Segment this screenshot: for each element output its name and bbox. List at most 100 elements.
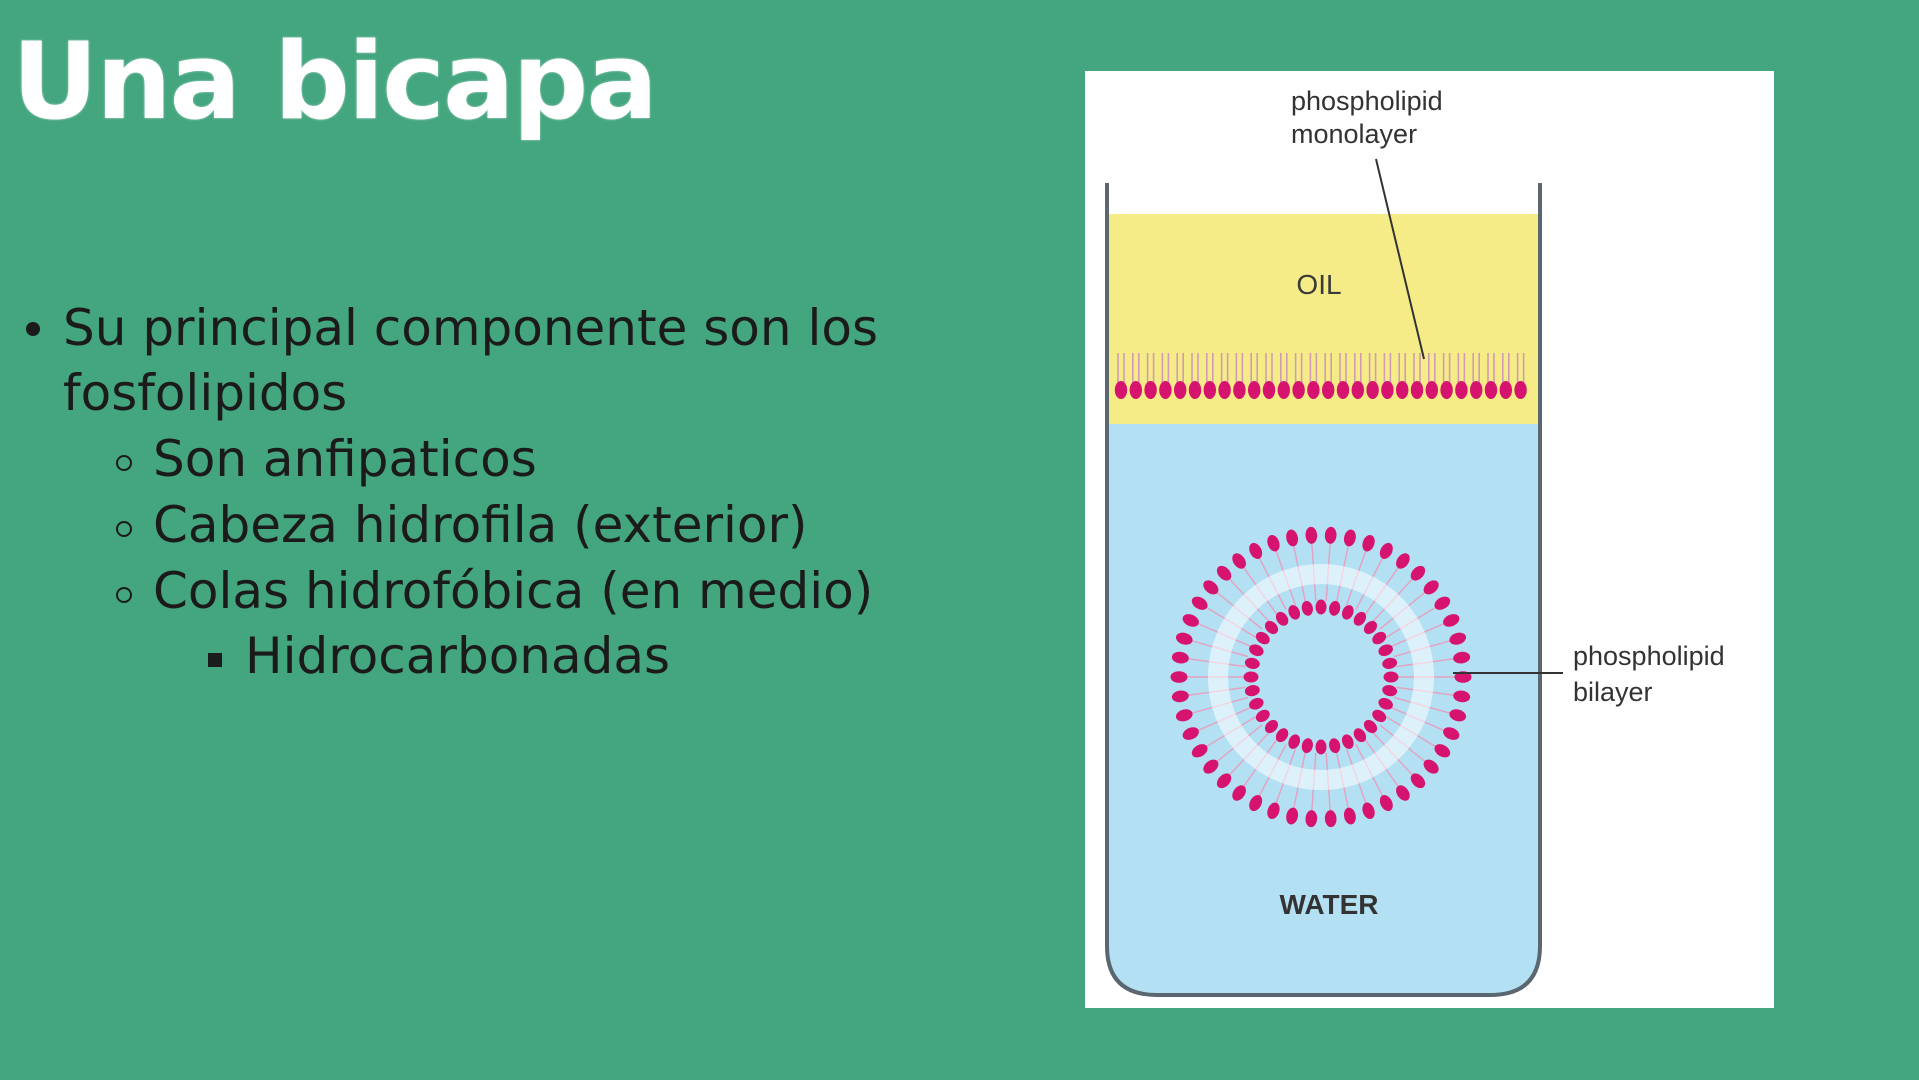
lipid-head bbox=[1363, 620, 1378, 635]
lipid-head bbox=[1366, 381, 1379, 399]
lipid-head bbox=[1470, 381, 1483, 399]
lipid-head bbox=[1423, 580, 1439, 595]
bilayer-label-line2: bilayer bbox=[1573, 677, 1653, 707]
lipid-head bbox=[1315, 599, 1327, 615]
lipid-head bbox=[1396, 553, 1410, 569]
lipid-head bbox=[1383, 671, 1399, 683]
lipid-head bbox=[1255, 631, 1270, 645]
lipid-head bbox=[1216, 565, 1232, 581]
lipid-head bbox=[1129, 381, 1142, 399]
bullet-ring bbox=[116, 455, 132, 471]
lipid-head bbox=[1454, 671, 1472, 683]
lipid-head bbox=[1191, 596, 1208, 610]
lipid-head bbox=[1315, 739, 1327, 755]
lipid-head bbox=[1264, 620, 1279, 635]
lipid-head bbox=[1322, 381, 1335, 399]
lipid-head bbox=[1378, 697, 1393, 710]
bilayer-inner-heads bbox=[1243, 599, 1399, 755]
sub-bullet-item: Son anfipaticos bbox=[153, 430, 537, 488]
lipid-head bbox=[1396, 785, 1410, 801]
lipid-head bbox=[1410, 565, 1426, 581]
lipid-head bbox=[1182, 727, 1199, 740]
lipid-head bbox=[1363, 719, 1378, 734]
lipid-head bbox=[1249, 542, 1263, 559]
lipid-head bbox=[1244, 657, 1260, 669]
lipid-head bbox=[1244, 685, 1260, 697]
lipid-head bbox=[1396, 381, 1409, 399]
beaker-outline bbox=[1105, 183, 1542, 997]
phospholipid-diagram: OIL WATER phospholipid monolayer phospho… bbox=[1105, 86, 1725, 997]
lipid-head bbox=[1114, 381, 1128, 399]
lipid-head bbox=[1449, 709, 1467, 722]
lipid-head bbox=[1301, 738, 1313, 754]
slide-title: Una bicapa bbox=[12, 20, 658, 143]
lipid-head bbox=[1499, 381, 1512, 399]
lipid-head bbox=[1182, 614, 1199, 627]
lipid-head bbox=[1275, 611, 1289, 626]
lipid-head bbox=[1203, 381, 1216, 399]
monolayer-label-line1: phospholipid bbox=[1291, 86, 1443, 116]
bilayer-label-line1: phospholipid bbox=[1573, 641, 1725, 671]
bullet-item-continuation: fosfolipidos bbox=[63, 364, 348, 422]
lipid-head bbox=[1286, 529, 1299, 547]
lipid-head bbox=[1329, 738, 1341, 754]
lipid-head bbox=[1171, 651, 1189, 664]
lipid-head bbox=[1255, 709, 1270, 723]
oil-label: OIL bbox=[1296, 269, 1341, 300]
lipid-head bbox=[1453, 651, 1471, 664]
lipid-head bbox=[1305, 526, 1318, 544]
lipid-head bbox=[1341, 734, 1354, 749]
lipid-head bbox=[1249, 644, 1264, 657]
lipid-head bbox=[1410, 773, 1426, 789]
lipid-head bbox=[1434, 744, 1451, 758]
lipid-head bbox=[1249, 697, 1264, 710]
lipid-head bbox=[1351, 381, 1364, 399]
lipid-head bbox=[1353, 728, 1367, 743]
lipid-head bbox=[1324, 526, 1337, 544]
lipid-head bbox=[1191, 744, 1208, 758]
bullet-dot bbox=[26, 322, 40, 336]
lipid-head bbox=[1286, 807, 1299, 825]
lipid-head bbox=[1243, 671, 1259, 683]
lipid-head bbox=[1159, 381, 1172, 399]
lipid-head bbox=[1372, 631, 1387, 645]
lipid-head bbox=[1288, 605, 1301, 620]
lipid-head bbox=[1218, 381, 1231, 399]
lipid-head bbox=[1372, 709, 1387, 723]
lipid-head bbox=[1175, 632, 1193, 645]
lipid-head bbox=[1410, 381, 1424, 399]
sub-bullet-item: Colas hidrofóbica (en medio) bbox=[153, 562, 874, 620]
lipid-head bbox=[1175, 709, 1193, 722]
lipid-head bbox=[1248, 381, 1261, 399]
lipid-head bbox=[1362, 534, 1375, 552]
lipid-head bbox=[1267, 534, 1280, 552]
lipid-head bbox=[1343, 529, 1356, 547]
monolayer-label-line2: monolayer bbox=[1291, 119, 1417, 149]
lipid-head bbox=[1301, 600, 1313, 616]
lipid-head bbox=[1379, 542, 1393, 559]
lipid-head bbox=[1440, 381, 1453, 399]
lipid-head bbox=[1329, 600, 1341, 616]
bullet-square bbox=[208, 653, 222, 667]
lipid-head bbox=[1382, 685, 1398, 697]
lipid-head bbox=[1188, 381, 1202, 399]
lipid-head bbox=[1449, 632, 1467, 645]
lipid-head bbox=[1341, 605, 1354, 620]
lipid-head bbox=[1378, 644, 1393, 657]
monolayer-heads bbox=[1114, 381, 1527, 399]
lipid-head bbox=[1379, 795, 1393, 812]
lipid-head bbox=[1249, 795, 1263, 812]
bilayer-outer-heads bbox=[1170, 526, 1472, 828]
lipid-head bbox=[1382, 657, 1398, 669]
lipid-head bbox=[1305, 810, 1318, 828]
lipid-head bbox=[1381, 381, 1394, 399]
lipid-head bbox=[1203, 580, 1219, 595]
lipid-head bbox=[1353, 611, 1367, 626]
lipid-head bbox=[1343, 807, 1356, 825]
lipid-head bbox=[1288, 734, 1301, 749]
monolayer-leader-line bbox=[1375, 158, 1425, 360]
sub-bullet-item: Cabeza hidrofila (exterior) bbox=[153, 496, 808, 554]
bullet-item: Su principal componente son los bbox=[63, 299, 879, 357]
lipid-head bbox=[1233, 381, 1246, 399]
lipid-head bbox=[1232, 553, 1246, 569]
